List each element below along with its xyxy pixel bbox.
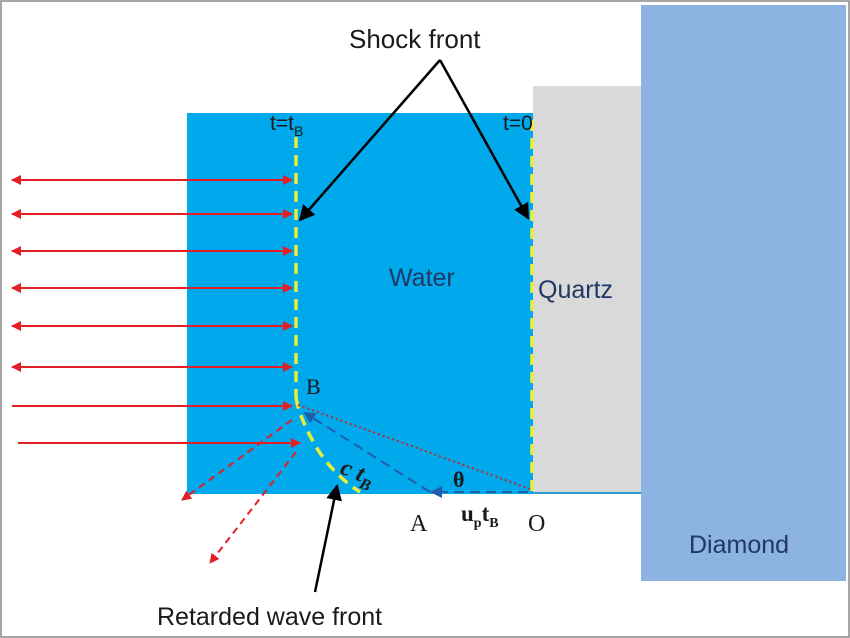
up-tb-label: uptB: [461, 501, 499, 531]
diamond-block: [641, 5, 846, 581]
red-arrows: [11, 175, 301, 564]
retarded-wave-front: [294, 397, 361, 494]
shock-front-label: Shock front: [349, 24, 481, 54]
theta-label: θ: [453, 467, 464, 492]
c-tb-arrow: [303, 411, 431, 493]
dashed-diagonal-arrow-icon: [181, 419, 293, 501]
shock-front-arrow-right: [438, 59, 530, 220]
quartz-label: Quartz: [538, 276, 613, 304]
retarded-wave-front-label: Retarded wave front: [157, 603, 382, 631]
retarded-wave-front-arrow: [313, 484, 342, 593]
quartz-block: [533, 86, 641, 494]
b-to-o-dotted-line: [297, 404, 531, 490]
point-a-label: A: [410, 511, 428, 537]
water-block: [187, 113, 533, 494]
point-o-label: O: [528, 511, 545, 537]
t-tb-label: t=tB: [270, 112, 303, 139]
diamond-label: Diamond: [689, 531, 789, 559]
point-b-label: B: [306, 374, 321, 399]
t-zero-label: t=0: [503, 112, 533, 135]
water-label: Water: [389, 264, 455, 292]
shock-front-arrow-left: [298, 59, 441, 222]
